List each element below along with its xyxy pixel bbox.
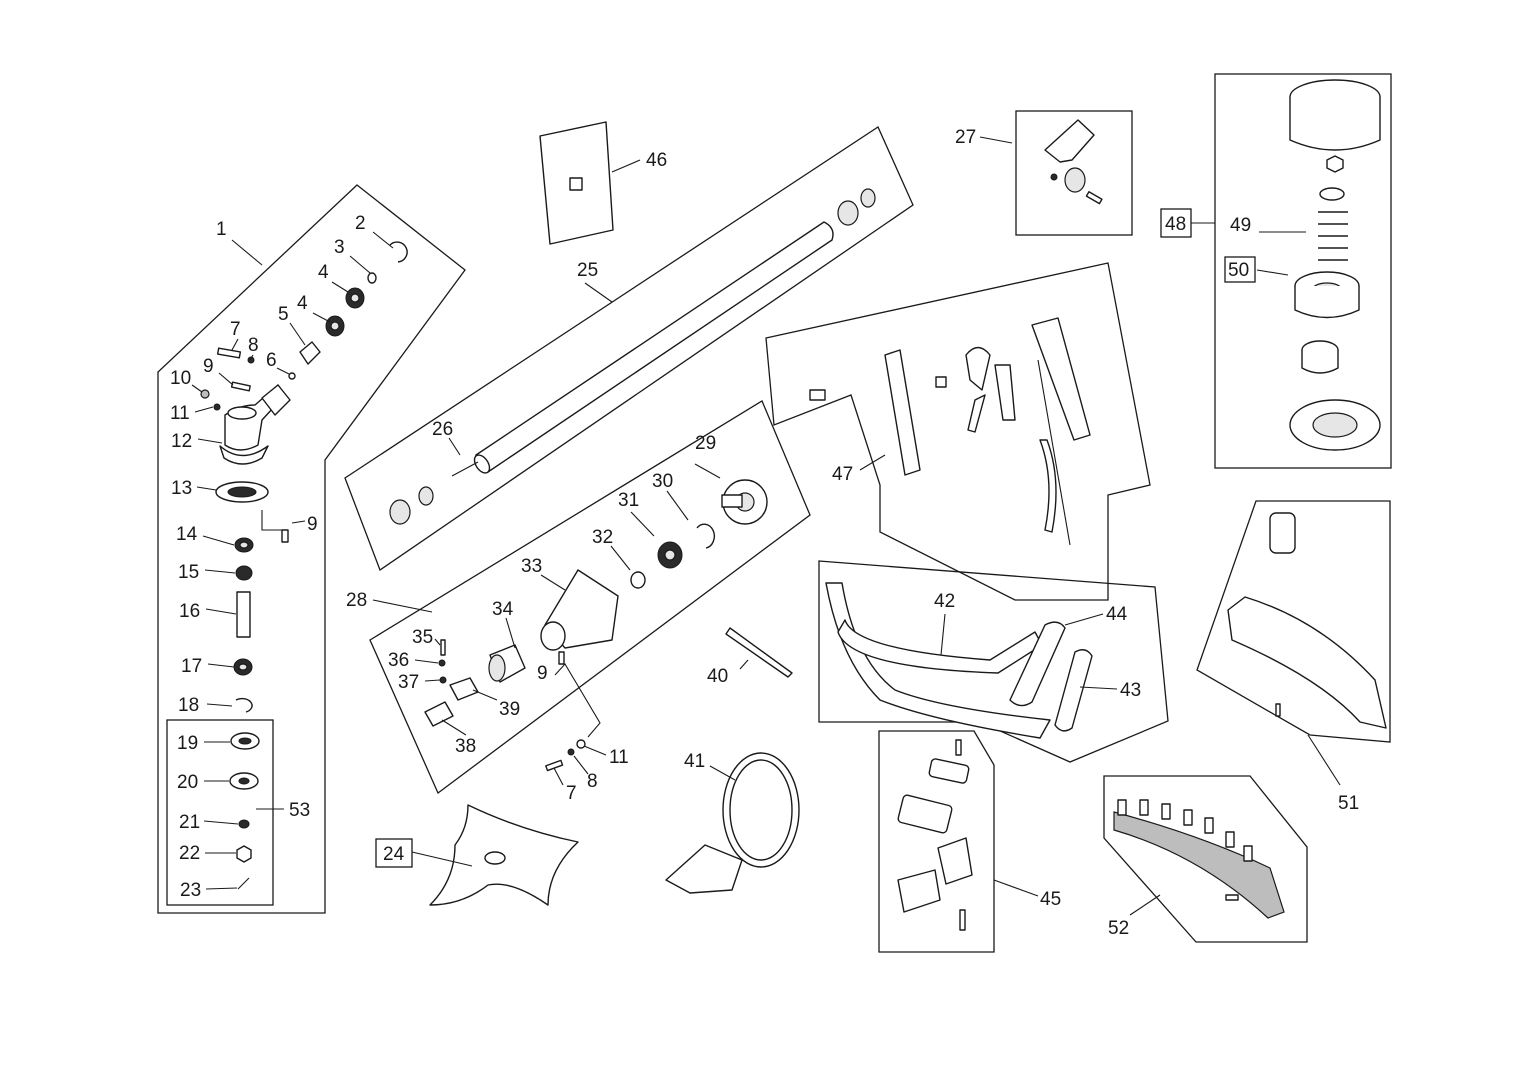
callout-48: 48 (1165, 214, 1186, 235)
callout-52: 52 (1108, 918, 1129, 939)
callout-12: 12 (171, 431, 192, 452)
guard-extension-parts (1113, 799, 1285, 919)
callout-4a: 4 (318, 262, 329, 283)
sub-assembly-53-frame (166, 719, 274, 906)
shaft-tube-group-frame (344, 126, 914, 572)
callout-9b: 9 (307, 514, 318, 535)
callout-30: 30 (652, 471, 673, 492)
callout-49: 49 (1230, 215, 1251, 236)
callout-43: 43 (1120, 680, 1141, 701)
callout-45: 45 (1040, 889, 1061, 910)
callout-46: 46 (646, 150, 667, 171)
boxed-callouts (375, 208, 1256, 868)
callout-14: 14 (176, 524, 198, 545)
callout-35: 35 (412, 627, 433, 648)
callout-15: 15 (178, 562, 199, 583)
callout-32: 32 (592, 527, 613, 548)
callout-9a: 9 (203, 356, 214, 377)
callout-24: 24 (383, 844, 405, 865)
guard-parts (1227, 512, 1387, 729)
callout-38: 38 (455, 736, 476, 757)
callout-50: 50 (1228, 260, 1249, 281)
callout-5: 5 (278, 304, 289, 325)
callout-1: 1 (216, 219, 227, 240)
callout-53: 53 (289, 800, 310, 821)
callout-23: 23 (180, 880, 201, 901)
handle-bar-group-frame (818, 560, 1169, 763)
callout-16: 16 (179, 601, 200, 622)
clutch-group-frame (369, 400, 811, 795)
callout-27: 27 (955, 127, 976, 148)
throttle-parts (809, 317, 1091, 546)
callout-40: 40 (707, 666, 728, 687)
guard-extension-group-frame (1103, 775, 1308, 943)
callout-13: 13 (171, 478, 192, 499)
guard-group-frame (1196, 500, 1391, 743)
callout-8a: 8 (248, 335, 259, 356)
loose-fasteners (545, 739, 586, 772)
callout-39: 39 (499, 699, 520, 720)
callout-4b: 4 (297, 293, 308, 314)
callout-42: 42 (934, 591, 955, 612)
trimmer-head-group-frame (1214, 73, 1392, 469)
callout-11b: 11 (609, 747, 629, 768)
callout-44: 44 (1106, 604, 1128, 625)
callout-41: 41 (684, 751, 705, 772)
cable-tie-part (725, 627, 793, 678)
callout-31: 31 (618, 490, 639, 511)
callout-47: 47 (832, 464, 853, 485)
callout-21: 21 (179, 812, 200, 833)
trimmer-head-parts (1289, 79, 1381, 451)
leader-lines (191, 136, 1341, 916)
callout-18: 18 (178, 695, 199, 716)
handle-clamp-parts (897, 739, 973, 931)
callout-20: 20 (177, 772, 198, 793)
throttle-group-frame (765, 262, 1151, 601)
callout-51: 51 (1338, 793, 1359, 814)
shoulder-strap-part (665, 752, 800, 894)
callout-7a: 7 (230, 319, 241, 340)
callout-29: 29 (695, 433, 716, 454)
callout-19: 19 (177, 733, 198, 754)
callout-9c: 9 (537, 663, 548, 684)
handle-bar-parts (825, 582, 1093, 739)
callout-28: 28 (346, 590, 367, 611)
gear-head-group-frame (157, 184, 466, 914)
callout-36: 36 (388, 650, 409, 671)
callout-25: 25 (577, 260, 598, 281)
callout-11a: 11 (170, 403, 190, 424)
handle-clamp-group-frame (878, 730, 995, 953)
callout-8b: 8 (587, 771, 598, 792)
shaft-tube-parts (389, 188, 876, 525)
hanger-parts (1044, 119, 1103, 205)
callout-10: 10 (170, 368, 191, 389)
gear-head-parts (200, 241, 408, 890)
clutch-parts (424, 479, 768, 727)
hanger-group-frame (1015, 110, 1133, 236)
blade-part (429, 804, 579, 906)
callout-26: 26 (432, 419, 453, 440)
plate-part (539, 121, 614, 245)
callout-box-24 (375, 838, 413, 868)
callout-22: 22 (179, 843, 200, 864)
callout-34: 34 (492, 599, 514, 620)
callout-7b: 7 (566, 783, 577, 804)
callout-37: 37 (398, 672, 419, 693)
callout-6: 6 (266, 350, 277, 371)
callout-3: 3 (334, 237, 345, 258)
callout-labels: 1 2 3 4 4 5 6 7 8 9 10 11 12 13 9 14 15 … (170, 127, 1359, 939)
callout-box-48 (1160, 208, 1192, 238)
callout-33: 33 (521, 556, 542, 577)
callout-box-50 (1224, 256, 1256, 283)
callout-17: 17 (181, 656, 202, 677)
callout-2: 2 (355, 213, 366, 234)
